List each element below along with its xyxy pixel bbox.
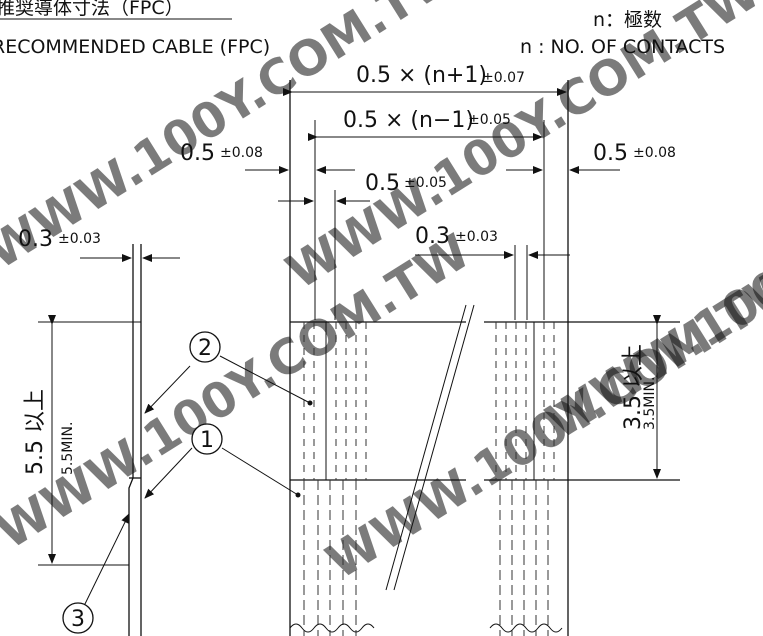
svg-text:3.5 以上: 3.5 以上 bbox=[621, 344, 646, 430]
svg-text:±0.05: ±0.05 bbox=[404, 175, 447, 191]
dim-pitch: 0.5 ±0.05 bbox=[278, 171, 447, 205]
svg-text:2: 2 bbox=[198, 336, 212, 361]
svg-text:1: 1 bbox=[200, 428, 214, 453]
svg-text:0.3: 0.3 bbox=[18, 227, 53, 252]
callout-3: 3 bbox=[62, 513, 130, 634]
legend-en: n : NO. OF CONTACTS bbox=[520, 36, 725, 58]
svg-text:±0.03: ±0.03 bbox=[455, 229, 498, 245]
break-lines bbox=[385, 304, 475, 591]
dim-conductor-width: 0.3 ±0.03 bbox=[415, 224, 570, 259]
svg-text:3: 3 bbox=[71, 607, 85, 632]
svg-text:0.5: 0.5 bbox=[180, 141, 215, 166]
title-cn: 推奨導体寸法（FPC） bbox=[0, 0, 184, 19]
svg-text:±0.08: ±0.08 bbox=[220, 145, 263, 161]
callout-2: 2 bbox=[144, 331, 311, 414]
callout-1: 1 bbox=[144, 423, 299, 499]
svg-text:0.5 × (n−1): 0.5 × (n−1) bbox=[343, 108, 474, 133]
svg-text:±0.03: ±0.03 bbox=[58, 231, 101, 247]
svg-text:0.5: 0.5 bbox=[365, 171, 400, 196]
contacts-left bbox=[303, 322, 367, 636]
svg-text:0.5 × (n+1): 0.5 × (n+1) bbox=[356, 63, 487, 88]
svg-text:±0.08: ±0.08 bbox=[633, 145, 676, 161]
svg-text:0.5: 0.5 bbox=[593, 141, 628, 166]
svg-text:3.5MIN.: 3.5MIN. bbox=[642, 377, 658, 430]
dim-overall-width: 0.5 × (n+1) ±0.07 bbox=[283, 63, 567, 96]
dim-left-margin: 0.5 ±0.08 bbox=[180, 141, 355, 174]
contacts-right bbox=[495, 322, 555, 636]
svg-text:±0.07: ±0.07 bbox=[482, 70, 525, 86]
fpc-front-view bbox=[289, 80, 680, 636]
svg-text:±0.05: ±0.05 bbox=[468, 112, 511, 128]
svg-text:5.5MIN.: 5.5MIN. bbox=[60, 422, 76, 475]
fpc-side-view bbox=[38, 244, 142, 636]
legend-cn: n：極数 bbox=[593, 9, 662, 31]
dim-cable-thickness: 0.3 ±0.03 bbox=[18, 227, 180, 262]
dim-exposed-length: 5.5 以上 5.5MIN. bbox=[23, 315, 76, 564]
svg-text:0.3: 0.3 bbox=[415, 224, 450, 249]
dim-pitch-span: 0.5 × (n−1) ±0.05 bbox=[308, 108, 543, 141]
watermark: WWW.100Y.COM.TW WWW.100Y.COM.TW WWW.100Y… bbox=[0, 0, 763, 590]
dim-plating-length: 3.5 以上 3.5MIN. bbox=[621, 315, 661, 479]
svg-text:5.5 以上: 5.5 以上 bbox=[23, 389, 48, 475]
dim-right-margin: 0.5 ±0.08 bbox=[506, 141, 676, 174]
title-en: RECOMMENDED CABLE (FPC) bbox=[0, 36, 270, 58]
